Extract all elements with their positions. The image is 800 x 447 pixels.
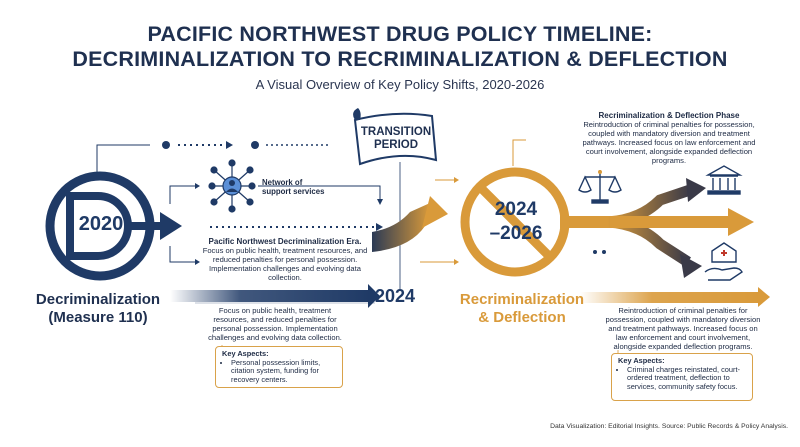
phase-line1: Decriminalization [35, 291, 161, 308]
healthcare-hand-icon [704, 242, 743, 281]
key-aspects-title: Key Aspects: [222, 349, 269, 358]
footer-credit: Data Visualization: Editorial Insights. … [550, 423, 788, 430]
page-title: PACIFIC NORTHWEST DRUG POLICY TIMELINE: [147, 22, 653, 46]
courthouse-icon [705, 165, 743, 195]
recrim-description: Reintroduction of criminal penalties for… [605, 306, 761, 351]
recrim-key-aspects: Key Aspects: Criminal charges reinstated… [611, 353, 753, 401]
year-2020: 2020 [78, 213, 124, 235]
page-title-line2: DECRIMINALIZATION TO RECRIMINALIZATION &… [72, 47, 728, 71]
page-subtitle: A Visual Overview of Key Policy Shifts, … [255, 77, 545, 92]
transition-banner [353, 108, 438, 166]
era-description: Pacific Northwest Decriminalization Era.… [198, 237, 372, 282]
recrim-key-aspects-title: Key Aspects: [618, 356, 665, 365]
year-range-line1: 2024 [494, 199, 538, 220]
recrim-phase-body: Reintroduction of criminal penalties for… [582, 120, 756, 165]
year-2024: 2024 [375, 286, 416, 306]
era-body: Focus on public health, treatment resour… [202, 246, 368, 282]
phase-label-recriminalization: Recriminalization & Deflection [452, 291, 592, 327]
network-label: Network of support services [262, 178, 325, 196]
scales-of-justice-icon [578, 170, 622, 204]
phase-line2: (Measure 110) [48, 309, 148, 326]
key-aspect-item: Personal possession limits, citation sys… [231, 358, 336, 385]
recrim-phase-description: Recriminalization & Deflection Phase Rei… [576, 111, 762, 165]
transition-line1: TRANSITION [360, 126, 432, 138]
recrim-phase-title: Recriminalization & Deflection Phase [598, 111, 740, 120]
recrim-line1: Recriminalization [459, 291, 585, 308]
recrim-line2: & Deflection [478, 309, 566, 326]
transition-line2: PERIOD [373, 139, 419, 151]
recrim-key-aspect-item: Criminal charges reinstated, court-order… [627, 365, 746, 392]
decrim-description: Focus on public health, treatment resour… [208, 306, 342, 342]
year-range-line2: –2026 [489, 223, 543, 244]
decrim-key-aspects: Key Aspects: Personal possession limits,… [215, 346, 343, 388]
era-title: Pacific Northwest Decriminalization Era. [208, 237, 362, 246]
phase-label-decriminalization: Decriminalization (Measure 110) [26, 291, 170, 327]
network-icon [208, 159, 256, 213]
year-2024-2026: 2024 –2026 [478, 198, 554, 246]
transition-label: TRANSITION PERIOD [358, 126, 434, 152]
